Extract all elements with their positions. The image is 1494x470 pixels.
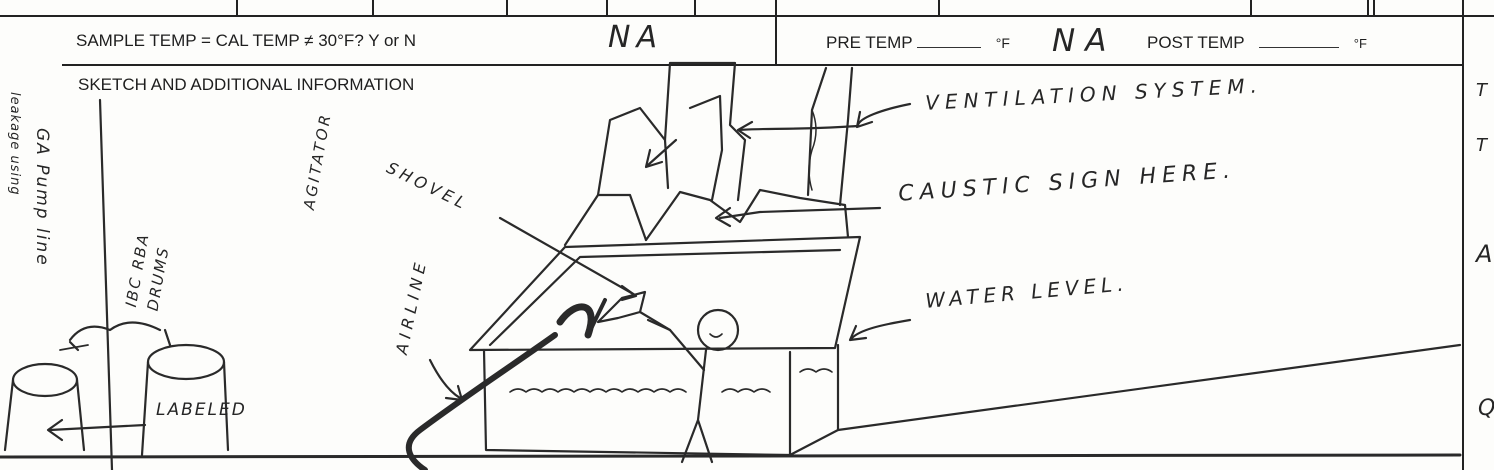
post-temp-field: POST TEMP °F xyxy=(1147,33,1367,53)
sample-temp-question: SAMPLE TEMP = CAL TEMP ≠ 30°F? Y or N xyxy=(76,31,417,50)
pre-temp-label: PRE TEMP xyxy=(826,33,913,52)
duct-right-b xyxy=(838,66,854,207)
far-left-note: leakage using xyxy=(7,92,22,196)
shovel-blade xyxy=(596,290,647,324)
water-arrowhead xyxy=(848,324,868,342)
water-ripple xyxy=(509,388,687,393)
cell-divider xyxy=(1367,0,1369,15)
figure-smile xyxy=(709,333,723,338)
duct-center xyxy=(663,61,747,202)
agitator-loop xyxy=(556,303,595,339)
ventilation-arrow-2 xyxy=(738,124,860,132)
post-temp-label: POST TEMP xyxy=(1147,33,1245,52)
water-ripple xyxy=(721,388,771,393)
ga-pump-label: GA Pump line xyxy=(32,128,52,267)
floor-line xyxy=(0,453,1462,459)
ga-pump-arrow xyxy=(59,344,89,351)
post-temp-unit: °F xyxy=(1353,36,1367,51)
left-margin-line xyxy=(98,98,114,470)
figure-arm xyxy=(646,318,706,372)
caustic-arrow xyxy=(718,206,882,220)
cell-divider xyxy=(236,0,238,15)
labeled-arrow xyxy=(48,423,147,432)
ventilation-arrowhead-3 xyxy=(644,148,664,169)
airline-arrowhead xyxy=(444,384,464,402)
right-margin-mark: A xyxy=(1476,240,1493,268)
water-ripple xyxy=(799,368,833,373)
right-margin-mark: Q xyxy=(1478,396,1494,421)
caustic-arrowhead xyxy=(714,206,732,228)
duct-inner xyxy=(688,94,724,202)
drum-left-top xyxy=(11,362,79,398)
right-margin-mark: T xyxy=(1476,135,1487,156)
cell-divider xyxy=(606,0,608,15)
form-top-rule xyxy=(0,15,1494,17)
form-right-border xyxy=(1462,0,1464,470)
pre-temp-blank[interactable] xyxy=(917,47,982,48)
cell-divider xyxy=(775,0,777,64)
form-row-rule xyxy=(62,64,1462,66)
cell-divider xyxy=(1373,0,1375,15)
cell-divider xyxy=(506,0,508,15)
pre-temp-unit: °F xyxy=(995,35,1010,51)
drum-brace xyxy=(68,321,162,342)
ventilation-arrowhead-2 xyxy=(736,120,754,140)
floor-perspective-line xyxy=(836,343,1462,432)
drum-brace-tick xyxy=(163,328,172,347)
tank-body xyxy=(482,343,840,457)
cell-divider xyxy=(372,0,374,15)
ventilation-arrow xyxy=(856,102,912,127)
cell-divider xyxy=(1250,0,1252,15)
labeled-label: LABELED xyxy=(156,400,247,420)
sample-temp-answer: NA xyxy=(608,20,663,55)
drum-brace-tick xyxy=(68,340,80,352)
pre-temp-field: PRE TEMP °F xyxy=(826,33,1010,53)
cell-divider xyxy=(694,0,696,15)
water-arrow xyxy=(850,318,912,340)
shovel-arrowhead xyxy=(620,284,638,302)
sketch-section-title: SKETCH AND ADDITIONAL INFORMATION xyxy=(78,75,415,94)
figure-body-legs xyxy=(680,348,714,464)
labeled-arrowhead xyxy=(46,418,64,442)
duct-right-a xyxy=(806,66,828,197)
airline-arrow xyxy=(428,358,462,400)
pre-temp-answer: NA xyxy=(1052,23,1117,59)
agitator-stem xyxy=(586,298,607,337)
duct-left xyxy=(596,106,670,197)
post-temp-blank[interactable] xyxy=(1259,47,1340,48)
duct-wave xyxy=(808,109,817,191)
cell-divider xyxy=(938,0,940,15)
hood-right xyxy=(644,188,850,242)
drum-right-top xyxy=(146,343,226,381)
airline-hose xyxy=(405,332,558,470)
figure-head xyxy=(696,308,740,352)
drum-right-body xyxy=(140,360,230,457)
tank-lid-inner xyxy=(488,248,842,347)
ventilation-arrow-3 xyxy=(646,138,678,167)
hood-left xyxy=(563,193,648,247)
right-margin-mark: T xyxy=(1476,80,1487,101)
drum-left-body xyxy=(3,378,86,452)
shovel-arrow xyxy=(498,216,637,297)
